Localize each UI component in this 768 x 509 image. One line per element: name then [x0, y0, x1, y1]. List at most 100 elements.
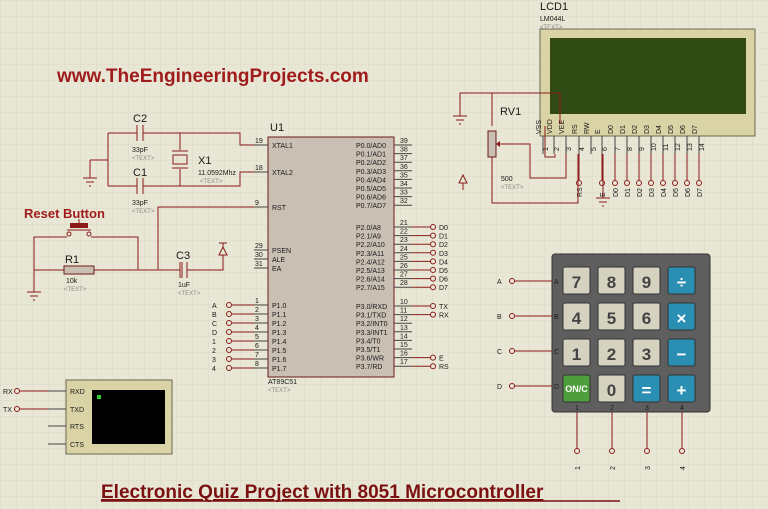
- lcd-pin-number: 14: [699, 143, 706, 151]
- p1-net-label: 4: [212, 366, 216, 373]
- mcu-pin-number: 37: [400, 155, 408, 162]
- keypad-row-net-label: C: [497, 349, 502, 356]
- keypad-key[interactable]: [562, 374, 591, 403]
- keypad-key[interactable]: [667, 338, 696, 367]
- lcd-pin-name: D5: [668, 125, 675, 134]
- lcd-pin-name: VSS: [536, 120, 543, 134]
- keypad-key[interactable]: [597, 338, 626, 367]
- net-terminal-icon: [430, 224, 436, 230]
- terminal-pin-name: RTS: [70, 424, 84, 431]
- keypad-key[interactable]: [597, 302, 626, 331]
- mcu-net-label: D5: [439, 268, 448, 275]
- keypad-col-pin-label: 3: [645, 405, 649, 412]
- c1-text: <TEXT>: [132, 209, 155, 215]
- keypad-key[interactable]: [562, 302, 591, 331]
- mcu-pin-number: 25: [400, 254, 408, 261]
- keypad-key-label: ÷: [677, 273, 686, 292]
- mcu-pin-name: P0.6/AD6: [356, 195, 386, 202]
- net-terminal-icon: [226, 356, 232, 362]
- r1-value: 10k: [66, 278, 78, 285]
- mcu-pin-number: 15: [400, 342, 408, 349]
- keypad-key[interactable]: [667, 302, 696, 331]
- mcu-pin-number: 33: [400, 190, 408, 197]
- mcu-pin-name: P2.5/A13: [356, 268, 385, 275]
- keypad-key[interactable]: [597, 374, 626, 403]
- mcu-pin-number: 13: [400, 325, 408, 332]
- mcu-pin-name: P0.3/AD3: [356, 169, 386, 176]
- keypad-key-label: 3: [642, 345, 651, 364]
- mcu-net-label: D1: [439, 234, 448, 241]
- rv1-ref: RV1: [500, 106, 521, 118]
- lcd-pin-number: 3: [566, 147, 573, 151]
- keypad-key[interactable]: [562, 266, 591, 295]
- lcd-pin-number: 1: [543, 147, 550, 151]
- mcu-pin-name: P3.6/WR: [356, 356, 384, 363]
- mcu-pin-name: P1.3: [272, 330, 287, 337]
- net-terminal-icon: [226, 311, 232, 317]
- mcu-pin-number: 14: [400, 333, 408, 340]
- lcd-ref: LCD1: [540, 1, 568, 13]
- keypad-key[interactable]: [597, 266, 626, 295]
- mcu-net-label: D6: [439, 277, 448, 284]
- mcu-right-pins: 39P0.0/AD038P0.1/AD137P0.2/AD236P0.3/AD3…: [356, 138, 449, 371]
- rv1-value: 500: [501, 176, 513, 183]
- keypad-key[interactable]: [632, 338, 661, 367]
- mcu-pin-number: 6: [255, 343, 259, 350]
- keypad-row-net-label: D: [497, 384, 502, 391]
- rv1-body: [487, 130, 497, 158]
- mcu-pin-number: 17: [400, 359, 408, 366]
- net-terminal-icon: [430, 363, 436, 370]
- p1-net-label: D: [212, 330, 217, 337]
- lcd-pin-number: 11: [663, 144, 670, 151]
- keypad-key[interactable]: [632, 302, 661, 331]
- net-terminal-icon: [430, 303, 436, 309]
- net-terminal-icon: [679, 448, 685, 454]
- keypad-col-pin-label: 4: [680, 405, 684, 412]
- net-terminal-icon: [14, 406, 20, 412]
- c1-value: 33pF: [132, 200, 148, 207]
- net-terminal-icon: [660, 180, 666, 186]
- keypad-key-label: −: [677, 345, 687, 364]
- reset-button-cap[interactable]: [70, 223, 88, 228]
- mcu-pin-number: 18: [255, 165, 263, 172]
- mcu-pin-name: P3.7/RD: [356, 364, 382, 371]
- keypad-key[interactable]: [667, 374, 696, 403]
- net-terminal-icon: [226, 302, 232, 308]
- net-terminal-icon: [609, 448, 615, 454]
- c3-value: 1uF: [178, 282, 190, 289]
- terminal-net-label: TX: [3, 407, 12, 414]
- r1-text: <TEXT>: [64, 287, 87, 293]
- keypad-key[interactable]: [667, 266, 696, 295]
- terminal-cursor-icon: [97, 395, 101, 399]
- net-terminal-icon: [430, 249, 436, 256]
- lcd-pin-name: E: [595, 129, 602, 134]
- header-url[interactable]: www.TheEngineeringProjects.com: [56, 66, 369, 87]
- keypad-key[interactable]: [632, 266, 661, 295]
- lcd-module: LCD1 LM044L <TEXT> VSS1VDD2VEE3RS4RSRW5E…: [453, 1, 756, 207]
- net-terminal-icon: [226, 320, 232, 326]
- mcu-pin-number: 7: [255, 352, 259, 359]
- lcd-net-label: D0: [613, 188, 620, 197]
- mcu-pin-name: P2.1/A9: [356, 234, 381, 241]
- keypad-key[interactable]: [632, 374, 661, 403]
- lcd-pin-name: VDD: [547, 119, 554, 134]
- net-terminal-icon: [624, 180, 630, 186]
- lcd-pin-number: 5: [591, 147, 598, 151]
- mcu-net-label: D3: [439, 251, 448, 258]
- lcd-net-label: D6: [685, 188, 692, 197]
- mcu-pin-name: ALE: [272, 257, 286, 264]
- mcu-pin-number: 23: [400, 237, 408, 244]
- mcu-pin-number: 5: [255, 334, 259, 341]
- net-terminal-icon: [430, 284, 436, 291]
- mcu-pin-name: RST: [272, 205, 287, 212]
- mcu-part: AT89C51: [268, 379, 297, 386]
- mcu-pin-name: P0.4/AD4: [356, 177, 386, 184]
- keypad-key[interactable]: [562, 338, 591, 367]
- mcu-net-label: E: [439, 356, 444, 363]
- crystal-ref: X1: [198, 155, 211, 167]
- keypad-key-label: 6: [642, 309, 651, 328]
- mcu-body: [267, 136, 395, 378]
